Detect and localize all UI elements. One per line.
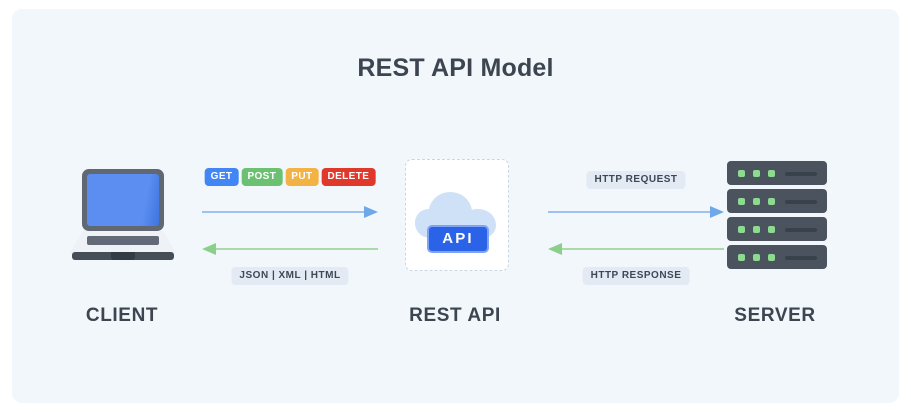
server-rack-icon xyxy=(727,161,827,271)
server-led xyxy=(768,170,775,177)
laptop-lid xyxy=(82,169,164,231)
server-rack-bar xyxy=(785,228,817,232)
flow-client-api: GET POST PUT DELETE JSON | XML | HTML xyxy=(202,157,378,307)
flow-api-server: HTTP REQUEST HTTP RESPONSE xyxy=(548,157,724,307)
server-led xyxy=(768,198,775,205)
server-led xyxy=(768,226,775,233)
arrow-request-right-icon xyxy=(202,206,378,218)
server-led xyxy=(738,198,745,205)
page-title: REST API Model xyxy=(357,54,554,82)
laptop-icon xyxy=(70,169,176,263)
server-led xyxy=(768,254,775,261)
node-label-server: SERVER xyxy=(734,305,816,326)
server-rack-bar xyxy=(785,200,817,204)
api-badge: API xyxy=(427,225,489,253)
node-server: SERVER xyxy=(685,149,865,339)
method-badge-delete: DELETE xyxy=(321,168,376,186)
server-led xyxy=(738,226,745,233)
rest-api-figure: API xyxy=(365,149,545,284)
server-rack-unit xyxy=(727,189,827,213)
laptop-notch xyxy=(111,252,135,260)
server-led xyxy=(738,170,745,177)
method-badge-get: GET xyxy=(204,168,239,186)
laptop-screen xyxy=(87,174,159,226)
server-figure xyxy=(685,149,865,284)
laptop-keyboard xyxy=(87,236,159,245)
server-rack-unit xyxy=(727,217,827,241)
server-led xyxy=(753,198,760,205)
server-led xyxy=(753,254,760,261)
http-request-label: HTTP REQUEST xyxy=(586,171,686,189)
server-rack-bar xyxy=(785,172,817,176)
server-rack-unit xyxy=(727,161,827,185)
http-method-badges: GET POST PUT DELETE xyxy=(204,168,376,186)
server-led xyxy=(753,170,760,177)
method-badge-put: PUT xyxy=(285,168,319,186)
node-label-client: CLIENT xyxy=(85,305,159,326)
node-label-rest-api: REST API xyxy=(409,305,501,326)
arrow-request-right-icon xyxy=(548,206,724,218)
method-badge-post: POST xyxy=(241,168,283,186)
arrow-response-left-icon xyxy=(202,243,378,255)
node-client: CLIENT xyxy=(32,149,212,339)
diagram-card: REST API Model CLIENT GET POST PUT DELET… xyxy=(12,9,899,403)
response-format-label: JSON | XML | HTML xyxy=(231,267,349,285)
node-rest-api: API REST API xyxy=(365,149,545,339)
http-response-label: HTTP RESPONSE xyxy=(582,267,690,285)
server-led xyxy=(753,226,760,233)
api-container: API xyxy=(405,159,509,271)
server-rack-bar xyxy=(785,256,817,260)
arrow-response-left-icon xyxy=(548,243,724,255)
server-rack-unit xyxy=(727,245,827,269)
client-figure xyxy=(32,149,212,284)
server-led xyxy=(738,254,745,261)
